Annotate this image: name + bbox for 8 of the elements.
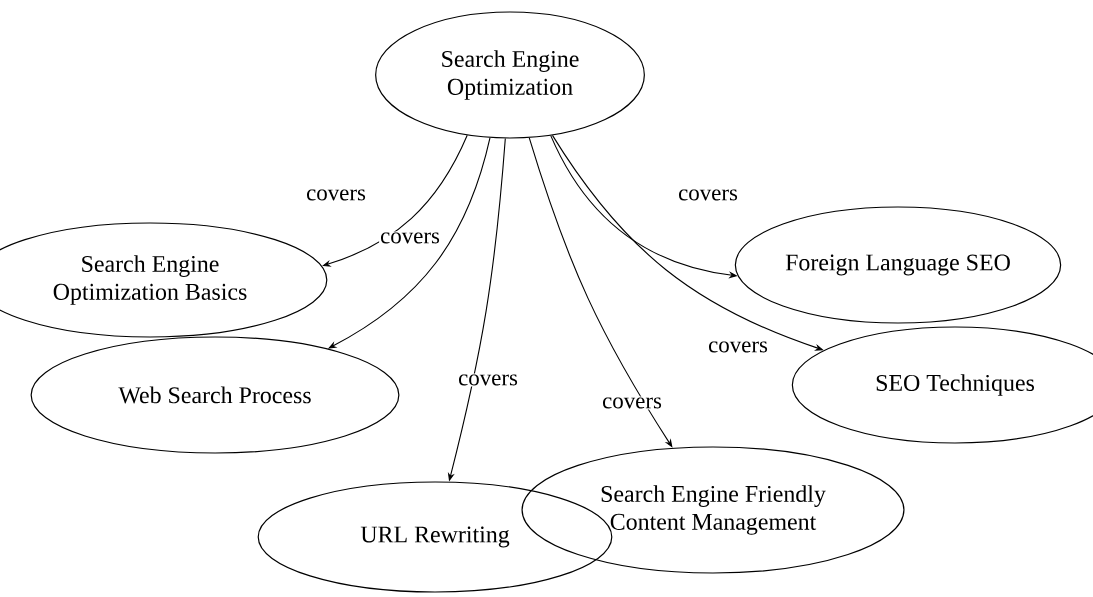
edge-label: covers bbox=[707, 340, 769, 354]
edge-label: covers bbox=[305, 188, 367, 202]
edge-label: covers bbox=[601, 396, 663, 410]
arrow bbox=[528, 137, 673, 448]
edge-label: covers bbox=[457, 373, 519, 387]
edge-label: covers bbox=[677, 188, 739, 202]
arrow bbox=[322, 134, 468, 267]
edge-label: covers bbox=[379, 231, 441, 245]
